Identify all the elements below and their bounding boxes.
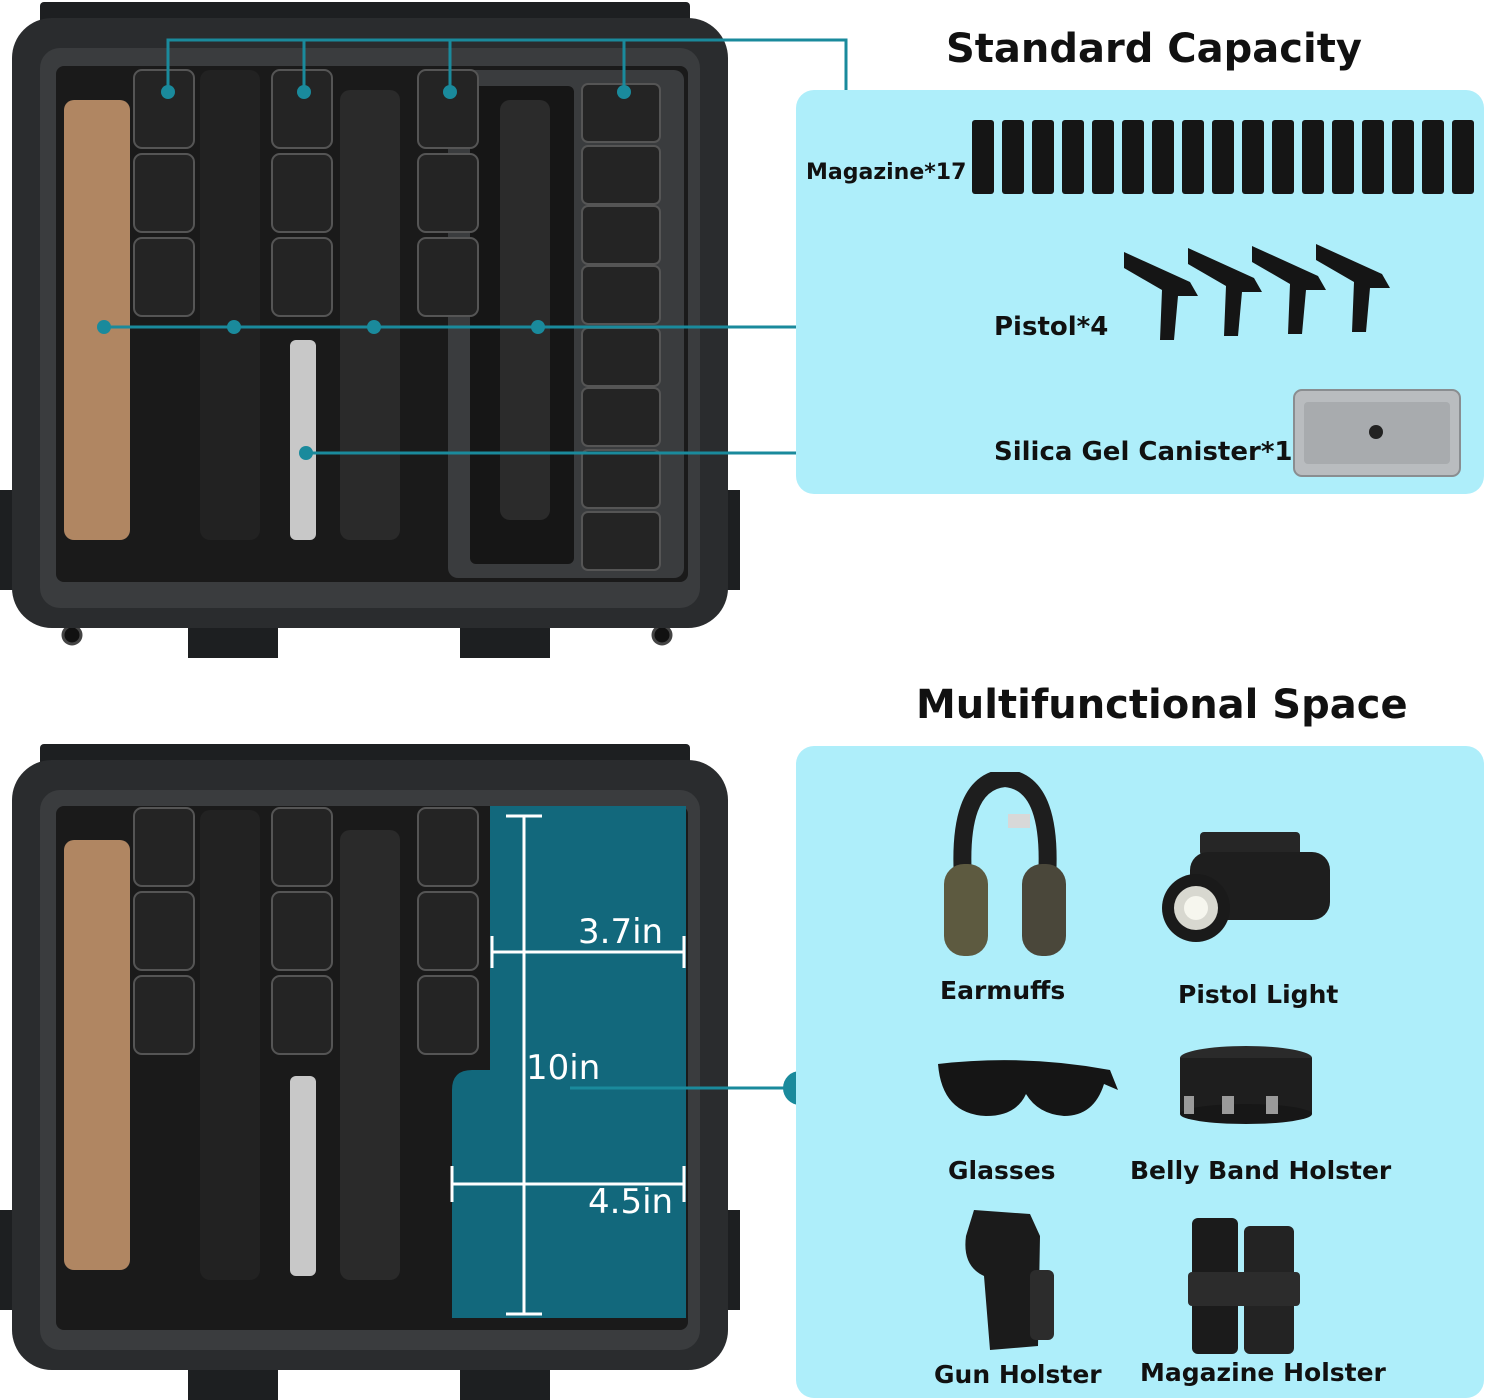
pistol-count-label: Pistol*4 (994, 312, 1109, 342)
width-bottom-dimension: 4.5in (588, 1182, 674, 1222)
accessories-panel (796, 746, 1484, 1398)
standard-capacity-title: Standard Capacity (946, 26, 1362, 72)
pistol-light-icon (1162, 832, 1330, 942)
earmuffs-icon (944, 772, 1066, 956)
height-dimension: 10in (526, 1048, 601, 1088)
case-multifunctional-space (0, 744, 740, 1400)
accessory-label-gun-holster: Gun Holster (934, 1360, 1102, 1389)
accessory-label-pistol-light: Pistol Light (1178, 980, 1339, 1009)
multifunctional-space-title: Multifunctional Space (916, 682, 1408, 728)
magazine-count-label: Magazine*17 (806, 160, 967, 185)
compartment-connector (570, 1071, 817, 1105)
silica-count-label: Silica Gel Canister*1 (994, 437, 1293, 467)
magazine-holster-icon (1188, 1218, 1300, 1354)
accessory-label-glasses: Glasses (948, 1156, 1056, 1185)
accessory-label-earmuffs: Earmuffs (940, 976, 1066, 1005)
pistols-icon (1124, 244, 1390, 340)
belly-band-icon (1180, 1046, 1312, 1124)
gun-holster-icon (965, 1210, 1054, 1350)
magazines-icon (972, 120, 1474, 194)
accessory-label-magazine-holster: Magazine Holster (1140, 1358, 1386, 1387)
width-top-dimension: 3.7in (578, 912, 664, 952)
accessory-label-belly-band-holster: Belly Band Holster (1130, 1156, 1392, 1185)
glasses-icon (938, 1060, 1118, 1116)
silica-canister-icon (1293, 389, 1461, 477)
